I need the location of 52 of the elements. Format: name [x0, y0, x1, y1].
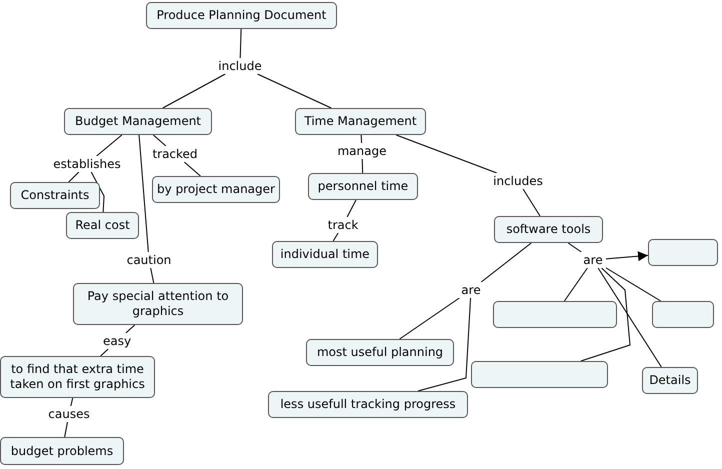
concept-box: by project manager — [152, 176, 280, 203]
connector-line — [90, 172, 104, 212]
connector-line — [568, 242, 582, 252]
concept-box: most useful planning — [306, 339, 454, 366]
connector-line — [480, 242, 532, 282]
empty-concept-box — [471, 361, 608, 388]
connector-line — [240, 28, 242, 58]
linking-phrase: are — [458, 282, 484, 298]
arrow — [606, 251, 648, 262]
connector-line — [606, 267, 662, 302]
connector-line — [162, 74, 226, 108]
connector-line — [522, 188, 540, 216]
connector-line — [152, 134, 166, 146]
connector-line — [150, 268, 154, 284]
connector-line — [100, 348, 109, 356]
connector-line — [417, 298, 472, 392]
concept-box: individual time — [272, 241, 378, 268]
concept-box: budget problems — [0, 437, 124, 465]
linking-phrase: are — [580, 252, 606, 268]
empty-concept-box — [493, 301, 617, 328]
concept-box: Real cost — [66, 212, 139, 239]
connector-line — [346, 200, 356, 218]
concept-box: Details — [642, 367, 698, 394]
connector-line — [362, 158, 364, 174]
connector-line — [399, 298, 460, 340]
connector-line — [96, 134, 122, 156]
connector-line — [564, 268, 588, 302]
connector-line — [256, 74, 332, 108]
connector-line — [70, 398, 74, 406]
connector-line — [138, 134, 149, 252]
concept-box: Pay special attention to graphics — [73, 283, 243, 325]
connector-line — [64, 422, 68, 438]
connector-line — [360, 134, 362, 144]
concept-box: Produce Planning Document — [146, 2, 337, 29]
concept-box: Constraints — [10, 182, 100, 209]
connector-line — [184, 162, 201, 176]
connector-line — [396, 134, 498, 174]
empty-concept-box — [652, 301, 714, 328]
connector-line — [332, 232, 339, 242]
concept-box: software tools — [494, 216, 603, 243]
connector-line — [68, 172, 80, 182]
concept-box: less usefull tracking progress — [268, 391, 468, 418]
connector-line — [598, 268, 662, 368]
linking-phrase: track — [326, 217, 360, 233]
concept-box: personnel time — [308, 173, 418, 200]
concept-box: Time Management — [295, 108, 426, 135]
concept-box: to find that extra time taken on first graphics — [0, 356, 155, 398]
empty-concept-box — [648, 239, 718, 266]
connector-line — [580, 268, 631, 362]
concept-box: Budget Management — [64, 108, 212, 135]
linking-phrase: include — [216, 58, 264, 74]
connector-line — [125, 324, 136, 334]
